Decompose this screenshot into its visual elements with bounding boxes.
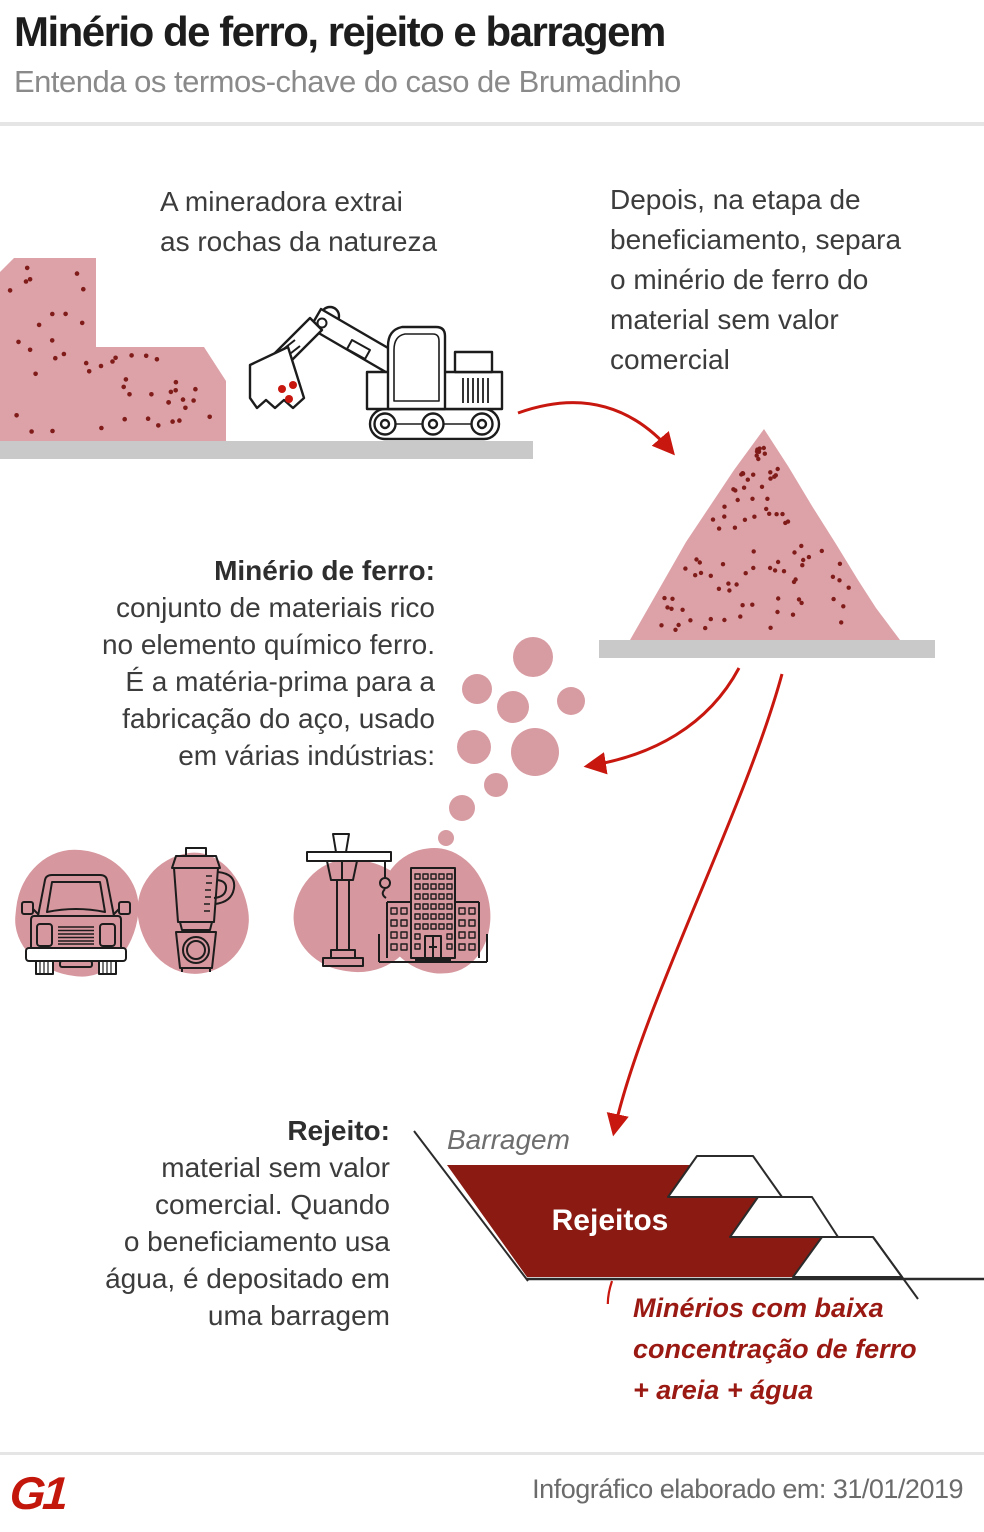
ore-rock [0,258,226,441]
footer-divider [0,1452,984,1455]
page-subtitle: Entenda os termos-chave do caso de Bruma… [14,64,681,99]
note-leader-line [606,1280,614,1304]
crane-icon [306,833,392,967]
rock-dots [7,265,212,434]
ore-pile [599,429,935,658]
blender-icon [171,847,236,972]
excavator-icon [248,305,504,441]
arrow-pile-to-dam [606,673,784,1137]
header-divider [0,122,984,126]
reservoir-label: Rejeitos [551,1204,669,1237]
buildings-icon [378,867,488,963]
arrow-pile-to-ore [583,667,741,775]
car-icon [21,874,131,975]
tailings-term: Rejeito: [287,1115,390,1146]
ground-strip [0,441,533,459]
ore-definition: Minério de ferro: conjunto de materiais … [63,552,435,774]
tailings-reservoir [447,1165,822,1277]
dam-steps [667,1155,903,1278]
ore-chunks [438,637,585,846]
page-title: Minério de ferro, rejeito e barragem [14,8,666,55]
dam-cross-section [413,1130,984,1304]
pile-dots [659,445,851,632]
pile-platform [599,640,935,658]
credit-text: Infográfico elaborado em: 31/01/2019 [532,1474,963,1504]
ore-term: Minério de ferro: [214,555,435,586]
g1-logo: G1 [8,1467,68,1519]
falling-ore-dots [278,381,297,403]
dam-label: Barragem [447,1124,570,1155]
building-windows [390,873,476,951]
